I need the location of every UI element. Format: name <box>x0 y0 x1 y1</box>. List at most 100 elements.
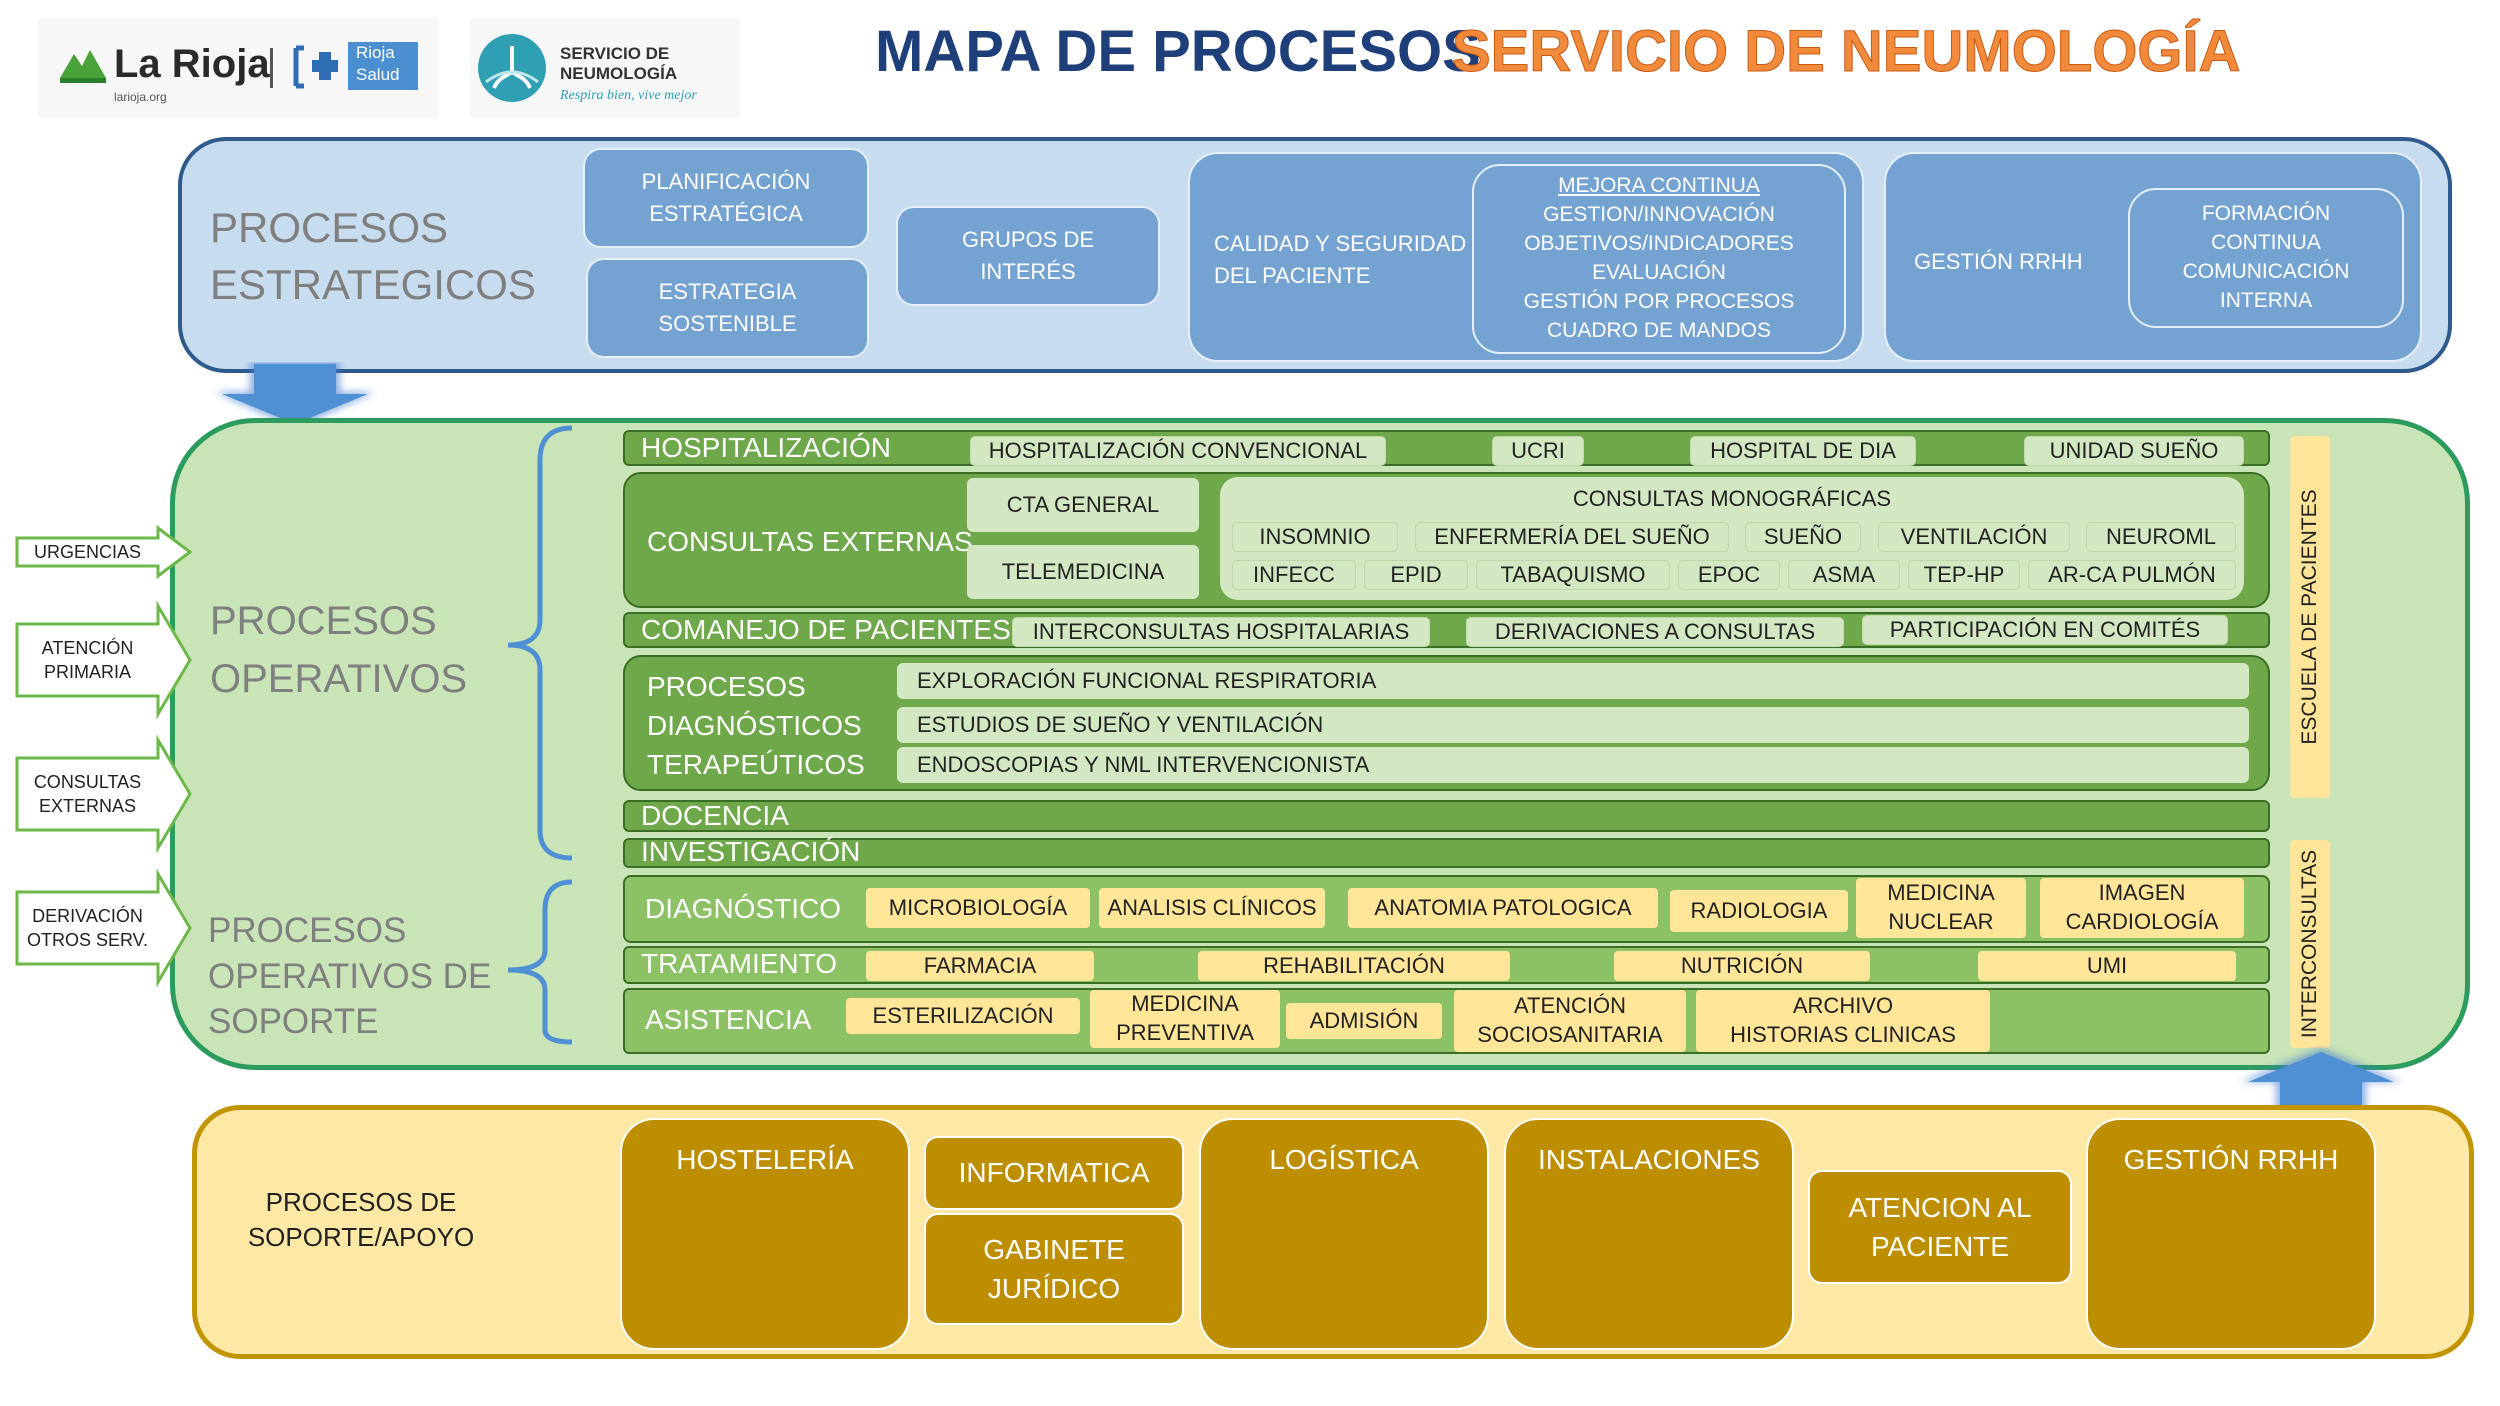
la-rioja-wordmark: La Rioja <box>114 42 270 86</box>
servicio-logo-tagline: Respira bien, vive mejor <box>560 88 697 103</box>
la-rioja-url: larioja.org <box>114 90 167 104</box>
grupos-line-2: INTERÉS <box>980 259 1076 284</box>
archivo-historias-chip[interactable]: ARCHIVO HISTORIAS CLINICAS <box>1696 990 1990 1052</box>
medicina-nuclear-line-2: NUCLEAR <box>1888 909 1994 934</box>
logistica-box[interactable]: LOGÍSTICA <box>1199 1118 1489 1350</box>
mejora-item: CUADRO DE MANDOS <box>1546 318 1772 342</box>
esterilizacion-chip[interactable]: ESTERILIZACIÓN <box>846 998 1080 1034</box>
comanejo-item[interactable]: DERIVACIONES A CONSULTAS <box>1466 617 1844 647</box>
diagnostico-item[interactable]: MICROBIOLOGÍA <box>866 888 1090 928</box>
interconsultas-label[interactable]: INTERCONSULTAS <box>2290 840 2330 1048</box>
monografica-chip[interactable]: TEP-HP <box>1908 560 2020 590</box>
atencion-socio-line-2: SOCIOSANITARIA <box>1477 1022 1663 1047</box>
page-title: MAPA DE PROCESOS <box>875 19 1481 84</box>
tratamiento-item[interactable]: FARMACIA <box>866 951 1094 981</box>
atencion-sociosanitaria-chip[interactable]: ATENCIÓN SOCIOSANITARIA <box>1454 990 1686 1052</box>
atencion-paciente-line-2: PACIENTE <box>1871 1231 2009 1262</box>
monografica-chip[interactable]: ENFERMERÍA DEL SUEÑO <box>1415 522 1729 552</box>
tratamiento-item[interactable]: UMI <box>1978 951 2236 981</box>
monografica-chip[interactable]: AR-CA PULMÓN <box>2028 560 2236 590</box>
formacion-box[interactable]: FORMACIÓN CONTINUA COMUNICACIÓN INTERNA <box>2128 188 2404 328</box>
rioja-salud-text-1: Rioja <box>356 43 395 62</box>
calidad-seguridad-box[interactable]: CALIDAD Y SEGURIDAD DEL PACIENTE MEJORA … <box>1188 152 1864 362</box>
hospitalizacion-item[interactable]: UCRI <box>1492 436 1584 466</box>
input-atencion-primaria: ATENCIÓN PRIMARIA <box>20 630 155 690</box>
monografica-chip[interactable]: NEUROML <box>2086 522 2236 552</box>
diagnostico-terapeutico-item[interactable]: ESTUDIOS DE SUEÑO Y VENTILACIÓN <box>897 707 2249 743</box>
rioja-salud-badge: Rioja Salud <box>348 42 418 90</box>
mejora-continua-box[interactable]: MEJORA CONTINUA GESTION/INNOVACIÓN OBJET… <box>1472 164 1846 354</box>
docencia-row[interactable]: DOCENCIA <box>623 800 2270 832</box>
monografica-chip[interactable]: ASMA <box>1788 560 1900 590</box>
cta-general-chip[interactable]: CTA GENERAL <box>967 478 1199 532</box>
calidad-label: CALIDAD Y SEGURIDAD DEL PACIENTE <box>1214 228 1466 292</box>
formacion-item: INTERNA <box>2219 288 2313 312</box>
gestion-rrhh-support-label: GESTIÓN RRHH <box>2123 1144 2339 1175</box>
diagnostico-item[interactable]: ANATOMIA PATOLOGICA <box>1348 888 1658 928</box>
medicina-preventiva-chip[interactable]: MEDICINA PREVENTIVA <box>1090 990 1280 1048</box>
gabinete-juridico-box[interactable]: GABINETE JURÍDICO <box>924 1213 1184 1325</box>
monografica-chip[interactable]: EPOC <box>1678 560 1780 590</box>
escuela-pacientes-text: ESCUELA DE PACIENTES <box>2298 489 2321 745</box>
calidad-line-1: CALIDAD Y SEGURIDAD <box>1214 231 1467 256</box>
derivacion-line-1: DERIVACIÓN <box>32 905 143 926</box>
hosteleria-box[interactable]: HOSTELERÍA <box>620 1118 910 1350</box>
input-derivacion: DERIVACIÓN OTROS SERV. <box>20 898 155 958</box>
servicio-logo-line-1: SERVICIO DE <box>560 44 670 63</box>
tratamiento-item[interactable]: NUTRICIÓN <box>1614 951 1870 981</box>
admision-chip[interactable]: ADMISIÓN <box>1286 1003 1442 1039</box>
rioja-salud-text-2: Salud <box>356 65 400 84</box>
strategic-label-line-2: ESTRATEGICOS <box>210 260 536 308</box>
imagen-line-1: IMAGEN <box>2098 880 2186 906</box>
monografica-chip[interactable]: INFECC <box>1232 560 1356 590</box>
mejora-item: OBJETIVOS/INDICADORES <box>1524 232 1794 256</box>
atencion-socio-line-1: ATENCIÓN <box>1513 993 1627 1019</box>
medicina-nuclear-chip[interactable]: MEDICINA NUCLEAR <box>1856 878 2026 938</box>
medicina-nuclear-line-1: MEDICINA <box>1887 880 1995 906</box>
dt-title-line-3: TERAPEÚTICOS <box>647 749 865 781</box>
diagnostico-terapeutico-item[interactable]: ENDOSCOPIAS Y NML INTERVENCIONISTA <box>897 747 2249 783</box>
atencion-paciente-line-1: ATENCION AL <box>1848 1191 2032 1223</box>
planificacion-line-2: ESTRATÉGICA <box>649 201 803 226</box>
hospitalizacion-item[interactable]: UNIDAD SUEÑO <box>2024 436 2244 466</box>
estrategia-sostenible-box[interactable]: ESTRATEGIA SOSTENIBLE <box>586 258 869 358</box>
tratamiento-title: TRATAMIENTO <box>641 948 837 979</box>
diagnostico-item[interactable]: RADIOLOGIA <box>1670 890 1848 932</box>
derivacion-line-2: OTROS SERV. <box>26 930 149 950</box>
comanejo-item[interactable]: PARTICIPACIÓN EN COMITÉS <box>1862 615 2228 645</box>
atencion-paciente-box[interactable]: ATENCION AL PACIENTE <box>1808 1170 2072 1284</box>
monografica-chip[interactable]: TABAQUISMO <box>1476 560 1670 590</box>
tratamiento-item[interactable]: REHABILITACIÓN <box>1198 951 1510 981</box>
gestion-rrhh-support-box[interactable]: GESTIÓN RRHH <box>2086 1118 2376 1350</box>
comanejo-item[interactable]: INTERCONSULTAS HOSPITALARIAS <box>1012 617 1430 647</box>
telemedicina-chip[interactable]: TELEMEDICINA <box>967 545 1199 599</box>
monografica-chip[interactable]: INSOMNIO <box>1232 522 1398 552</box>
gestion-rrhh-strategic-label: GESTIÓN RRHH <box>1914 249 2083 274</box>
monografica-chip[interactable]: SUEÑO <box>1745 522 1861 552</box>
escuela-pacientes-label[interactable]: ESCUELA DE PACIENTES <box>2290 436 2330 798</box>
imagen-cardiologia-chip[interactable]: IMAGEN CARDIOLOGÍA <box>2040 878 2244 938</box>
gabinete-line-1: GABINETE <box>983 1233 1125 1265</box>
gestion-rrhh-strategic-box[interactable]: GESTIÓN RRHH FORMACIÓN CONTINUA COMUNICA… <box>1884 152 2422 362</box>
servicio-logo-line-2: NEUMOLOGÍA <box>560 64 678 83</box>
logo-divider <box>270 48 273 88</box>
atencion-line-1: ATENCIÓN <box>41 637 134 658</box>
planificacion-box[interactable]: PLANIFICACIÓN ESTRATÉGICA <box>583 148 869 248</box>
investigacion-row[interactable]: INVESTIGACIÓN <box>623 836 2270 868</box>
instalaciones-box[interactable]: INSTALACIONES <box>1504 1118 1794 1350</box>
grupos-interes-box[interactable]: GRUPOS DE INTERÉS <box>896 206 1160 306</box>
diagnostico-item[interactable]: ANALISIS CLÍNICOS <box>1099 888 1325 928</box>
hospitalizacion-item[interactable]: HOSPITAL DE DIA <box>1690 436 1916 466</box>
hospitalizacion-item[interactable]: HOSPITALIZACIÓN CONVENCIONAL <box>970 436 1386 466</box>
monografica-chip[interactable]: VENTILACIÓN <box>1878 522 2070 552</box>
monografica-chip[interactable]: EPID <box>1364 560 1468 590</box>
la-rioja-mountain-icon <box>60 50 106 83</box>
planificacion-line-1: PLANIFICACIÓN <box>641 169 811 195</box>
support-processes-label: PROCESOS DE SOPORTE/APOYO <box>236 1180 486 1260</box>
diagnostico-terapeutico-item[interactable]: EXPLORACIÓN FUNCIONAL RESPIRATORIA <box>897 663 2249 699</box>
page-subtitle: SERVICIO DE NEUMOLOGÍA <box>1451 19 2241 85</box>
grupos-line-1: GRUPOS DE <box>961 227 1095 253</box>
strategic-label-line-1: PROCESOS <box>210 204 449 251</box>
diagnostico-title: DIAGNÓSTICO <box>645 893 842 924</box>
informatica-box[interactable]: INFORMATICA <box>924 1136 1184 1210</box>
